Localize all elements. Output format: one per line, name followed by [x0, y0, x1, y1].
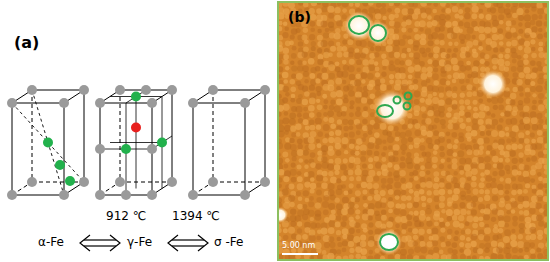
- temperature-label: 1394 ℃: [172, 210, 220, 223]
- atom: [167, 85, 177, 95]
- crystal-cells: [7, 85, 270, 200]
- atom: [27, 177, 37, 187]
- phase-label: γ-Fe: [127, 236, 152, 249]
- atom: [79, 177, 89, 187]
- atom: [147, 190, 157, 200]
- atom: [43, 138, 53, 148]
- atom: [167, 177, 177, 187]
- atom: [188, 98, 198, 108]
- phase-label: α-Fe: [38, 236, 64, 249]
- atom: [95, 144, 105, 154]
- image-border: [278, 2, 548, 260]
- atom: [7, 190, 17, 200]
- stm-image: [278, 2, 548, 260]
- atom: [115, 85, 125, 95]
- transition-arrows: [80, 235, 208, 251]
- atom: [65, 176, 75, 186]
- atom: [7, 98, 17, 108]
- atom: [208, 177, 218, 187]
- unit-cell: [7, 85, 89, 200]
- phase-label: σ -Fe: [214, 236, 243, 249]
- atom: [188, 190, 198, 200]
- atom: [131, 92, 141, 102]
- scale-label: 5.00 nm: [282, 242, 315, 251]
- atom: [27, 85, 37, 95]
- atom: [141, 85, 151, 95]
- unit-cell: [188, 85, 270, 200]
- atom: [121, 144, 131, 154]
- atom: [131, 123, 141, 133]
- atom: [121, 190, 131, 200]
- unit-cell: [95, 85, 177, 200]
- atom: [59, 98, 69, 108]
- atom: [59, 190, 69, 200]
- atom: [157, 138, 167, 148]
- panel-label: (b): [288, 10, 311, 25]
- atom: [95, 98, 105, 108]
- atom: [208, 85, 218, 95]
- atom: [95, 190, 105, 200]
- panel-label: (a): [14, 34, 39, 52]
- atom: [147, 144, 157, 154]
- atom: [260, 85, 270, 95]
- atom: [55, 160, 65, 170]
- atom: [240, 190, 250, 200]
- marked-defects: [349, 16, 412, 250]
- scale-bar: [282, 253, 318, 255]
- atom: [260, 177, 270, 187]
- atom: [147, 98, 157, 108]
- atom: [240, 98, 250, 108]
- bright-spots: [278, 11, 507, 255]
- atom: [115, 177, 125, 187]
- atom: [79, 85, 89, 95]
- temperature-label: 912 ℃: [106, 210, 146, 223]
